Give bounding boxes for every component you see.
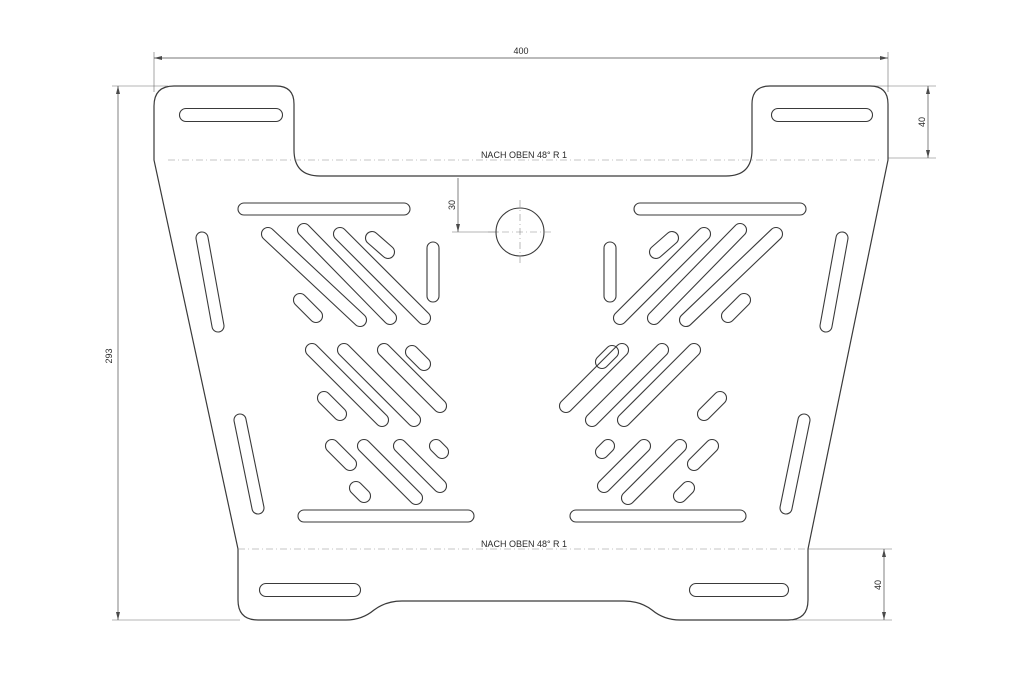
left-diagonal-slot [292,292,324,324]
left-diagonal-slot [376,342,448,414]
right-diagonal-slot [594,344,620,370]
bottom-right-tab-slot [688,582,790,598]
bottom-tab-dimension: 40 [792,548,892,621]
right-diagonal-slot [612,226,712,326]
width-dimension-label: 400 [513,46,528,56]
upper-left-horizontal-slot [237,202,411,216]
center-hole [488,200,552,264]
hole-offset-dimension-label: 30 [447,200,457,210]
right-diagonal-slot [720,292,752,324]
left-diagonal-slot [404,344,432,372]
left-side-lower-slot [233,413,265,515]
bottom-bend-note: NACH OBEN 48° R 1 [481,539,567,549]
height-dimension-label: 293 [104,348,114,363]
left-diagonal-slot [304,342,390,428]
left-diagonal-slot [260,226,368,328]
top-right-tab-slot [770,107,874,123]
top-left-tab-slot [178,107,284,123]
right-diagonal-slot [596,438,652,494]
slot-pattern [178,107,874,598]
left-side-upper-slot [195,231,225,333]
right-diagonal-slot [558,342,630,414]
top-tab-dimension: 40 [870,85,936,159]
left-diagonal-slot [324,438,358,472]
lower-right-horizontal-slot [569,509,747,523]
right-side-lower-slot [779,413,811,515]
left-diagonal-slot [316,390,348,422]
right-diagonal-slot [696,390,728,422]
right-diagonal-slot [594,438,616,460]
bottom-left-tab-slot [258,582,362,598]
right-inner-vertical-slot [603,241,617,303]
left-diagonal-slot [332,226,432,326]
left-diagonal-slot [296,222,398,326]
right-diagonal-slot [648,230,680,260]
right-diagonal-slot [646,222,748,326]
left-diagonal-slot [392,438,448,494]
top-bend-note: NACH OBEN 48° R 1 [481,150,567,160]
top-tab-dimension-label: 40 [917,117,927,127]
right-diagonal-slot [620,438,688,506]
right-diagonal-slot [672,480,696,504]
right-diagonal-slot [616,342,702,428]
right-diagonal-slot [686,438,720,472]
right-diagonal-slot [584,342,670,428]
left-diagonal-slot [356,438,424,506]
plate-outline [153,85,889,621]
bottom-tab-dimension-label: 40 [873,580,883,590]
lower-left-horizontal-slot [297,509,475,523]
left-diagonal-slot [364,230,396,260]
hole-offset-dimension: 30 [447,178,498,233]
left-inner-vertical-slot [426,241,440,303]
upper-right-horizontal-slot [633,202,807,216]
left-diagonal-slot [348,480,372,504]
height-dimension: 293 [104,85,240,621]
right-diagonal-slot [678,226,784,328]
width-dimension: 400 [153,46,889,92]
left-diagonal-slot [428,438,450,460]
right-side-upper-slot [819,231,849,333]
